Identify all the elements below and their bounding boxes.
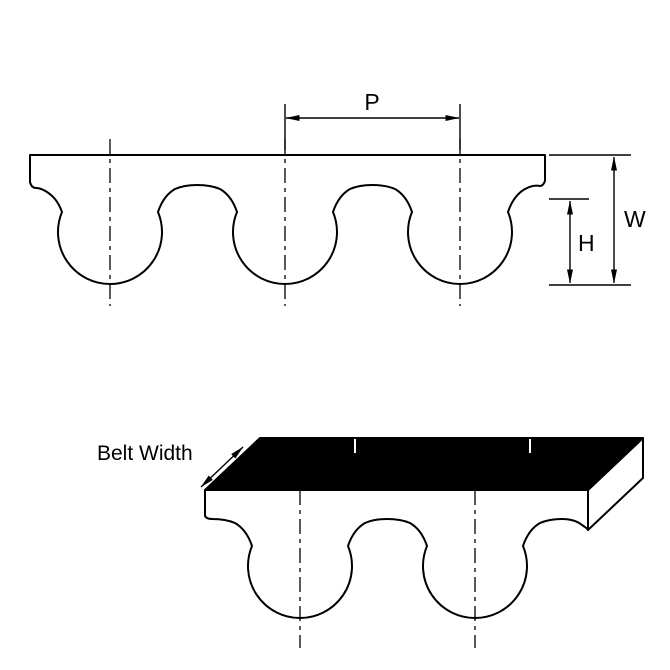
belt-width-label: Belt Width bbox=[97, 442, 193, 465]
isometric-view: Belt Width bbox=[97, 437, 644, 648]
tooth-height-dimension: H bbox=[549, 198, 595, 284]
overall-height-label: W bbox=[624, 206, 646, 232]
belt-profile-outline bbox=[29, 154, 546, 285]
belt-width-arrow bbox=[200, 446, 244, 488]
pitch-label: P bbox=[364, 89, 379, 115]
belt-top-face bbox=[204, 437, 644, 491]
belt-front-profile bbox=[204, 489, 589, 619]
profile-view: P W H bbox=[29, 89, 646, 306]
tooth-height-label: H bbox=[578, 230, 595, 256]
pitch-dimension: P bbox=[284, 89, 461, 150]
belt-width-callout: Belt Width bbox=[97, 442, 244, 488]
overall-height-dimension: W bbox=[549, 154, 646, 286]
